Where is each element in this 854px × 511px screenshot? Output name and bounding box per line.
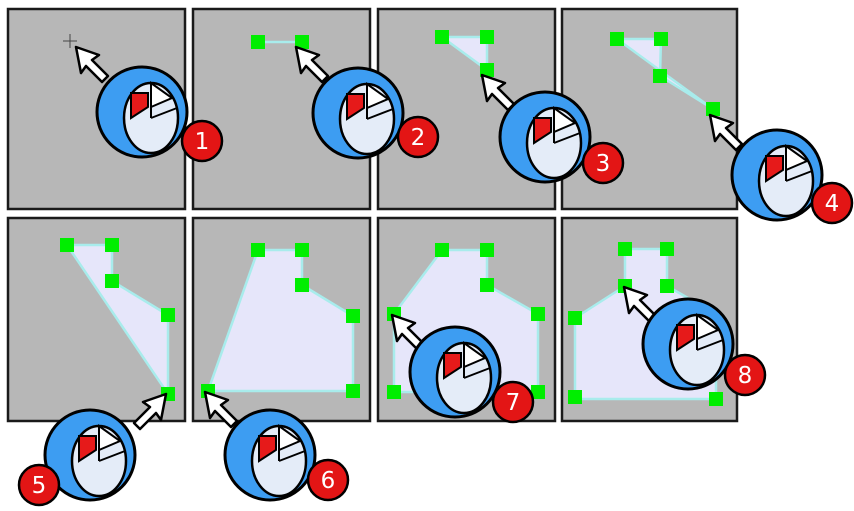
vertex-handle-icon [251,35,265,49]
vertex-handle-icon [105,274,119,288]
step-badge [17,463,61,507]
step-number: 8 [738,363,753,389]
step-number: 6 [321,468,336,494]
vertex-handle-icon [295,243,309,257]
mouse-click-icon [95,65,189,159]
step-6-panel [191,216,372,423]
step-7-indicator: 7 [390,313,535,424]
step-8-indicator: 8 [622,285,767,397]
step-5-panel [6,216,187,423]
vertex-handle-icon [251,243,265,257]
step-badge [396,115,440,159]
vertex-handle-icon [387,385,401,399]
mouse-click-icon [223,408,317,502]
mouse-click-icon [498,90,592,184]
crosshair-cursor-icon [63,34,77,48]
vertex-handle-icon [660,242,674,256]
vertex-handle-icon [568,390,582,404]
step-6-indicator: 6 [203,390,350,502]
vertex-handle-icon [346,384,360,398]
vertex-handle-icon [480,243,494,257]
mouse-click-icon [641,297,735,391]
vertex-handle-icon [105,238,119,252]
vertex-handle-icon [618,242,632,256]
vertex-handle-icon [706,102,720,116]
step-badge [180,119,224,163]
step-number: 3 [596,151,611,177]
vertex-handle-icon [653,69,667,83]
mouse-click-icon [730,128,824,222]
vertex-handle-icon [435,243,449,257]
vertex-handle-icon [531,307,545,321]
vertex-handle-icon [480,278,494,292]
step-badge [810,181,854,225]
vertex-handle-icon [568,311,582,325]
step-4-panel [560,7,739,211]
vertex-handle-icon [531,385,545,399]
vertex-handle-icon [480,63,494,77]
step-number: 1 [195,129,210,155]
vertex-handle-icon [295,278,309,292]
vertex-handle-icon [295,35,309,49]
vertex-handle-icon [161,308,175,322]
polygon-shape [64,243,170,399]
vertex-handle-icon [480,30,494,44]
vertex-handle-icon [610,32,624,46]
vertex-handle-icon [346,309,360,323]
step-number: 2 [411,125,426,151]
vertex-handle-icon [660,279,674,293]
step-badge [306,458,350,502]
step-5-indicator: 5 [17,392,168,507]
step-number: 7 [506,390,521,416]
vertex-handle-icon [60,238,74,252]
mouse-click-icon [408,325,502,419]
step-badge [491,380,535,424]
step-number: 4 [825,191,840,217]
polygon-shape [438,35,489,73]
vertex-handle-icon [654,32,668,46]
step-3-indicator: 3 [480,73,625,185]
vertex-handle-icon [435,30,449,44]
step-2-indicator: 2 [294,45,440,160]
step-1-indicator: 1 [74,45,224,163]
step-4-indicator: 4 [708,113,854,225]
vertex-handle-icon [709,392,723,406]
step-badge [723,353,767,397]
step-badge [581,141,625,185]
step-number: 5 [32,473,47,499]
mouse-click-icon [311,66,405,160]
